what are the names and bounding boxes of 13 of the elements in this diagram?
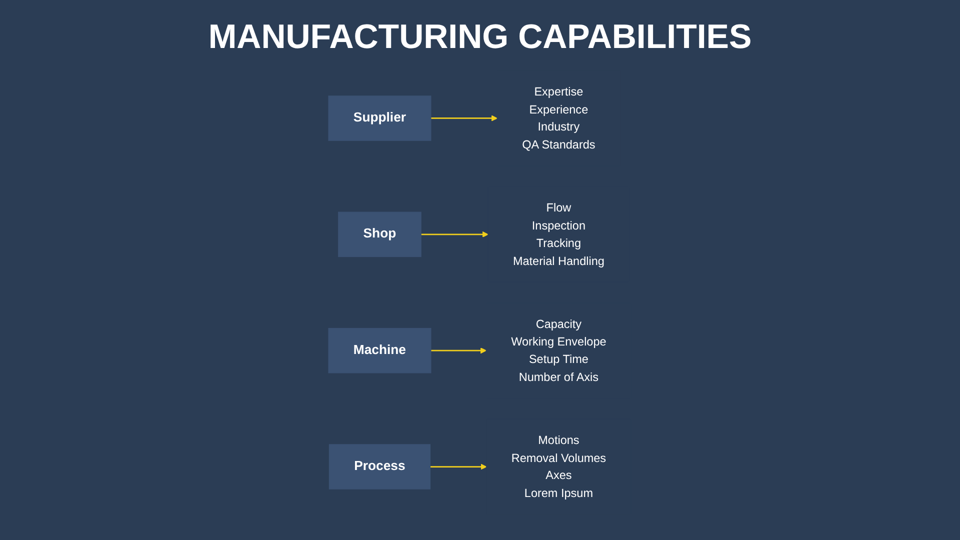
- arrow: [431, 115, 498, 122]
- node-text: Capacity Working Envelope Setup Time Number of Axis: [511, 317, 606, 384]
- node-box: Shop: [338, 212, 422, 258]
- node-box: Supplier: [328, 96, 432, 141]
- arrow: [430, 464, 487, 470]
- node-text: Expertise Experience Industry QA Standards: [522, 85, 596, 152]
- title: MANUFACTURING CAPABILITIES: [207, 17, 753, 58]
- node-box: Machine: [328, 328, 432, 374]
- arrow: [431, 348, 487, 354]
- node-text: Motions Removal Volumes Axes Lorem Ipsum: [511, 434, 606, 500]
- node-box: Process: [329, 444, 431, 490]
- node-text: Flow Inspection Tracking Material Handling: [513, 201, 605, 268]
- arrow: [421, 231, 488, 238]
